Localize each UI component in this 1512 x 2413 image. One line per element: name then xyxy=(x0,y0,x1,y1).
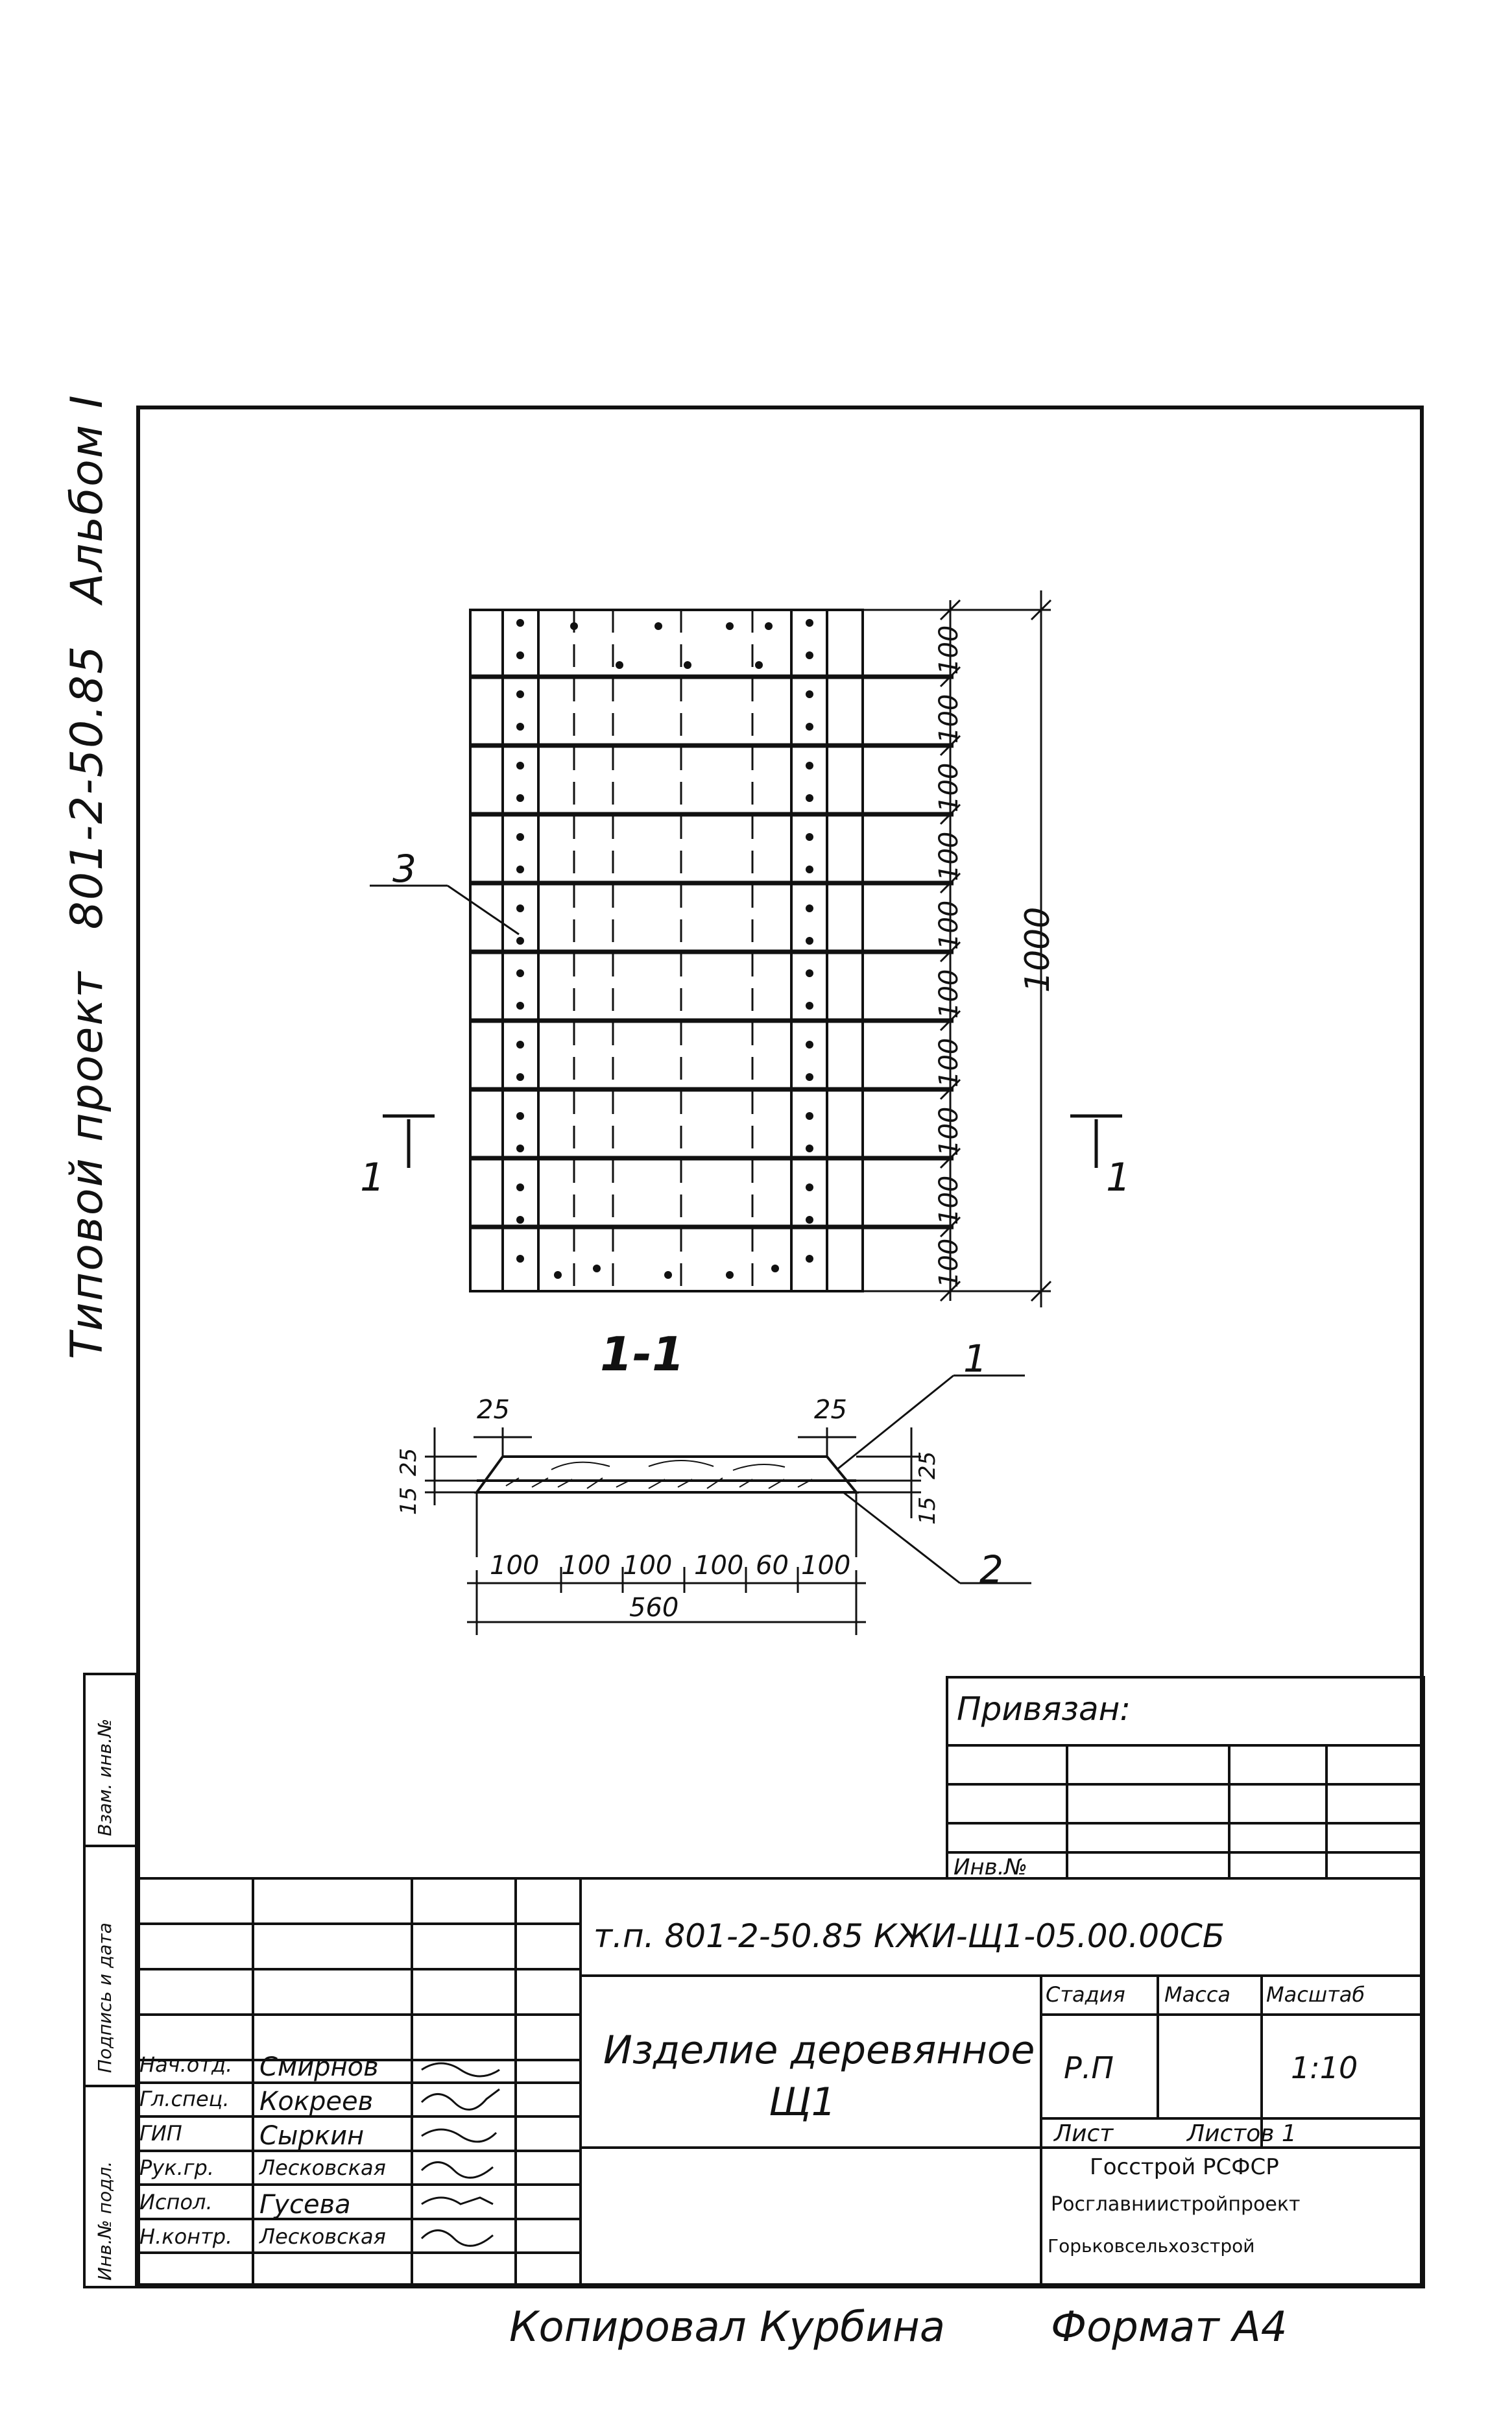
inv-no-label: Инв.№ xyxy=(954,1854,1027,1880)
stage-header: Стадия xyxy=(1046,1982,1125,2007)
role-2: Гл.спец. xyxy=(139,2087,230,2111)
dim-bottom-5: 60 xyxy=(756,1551,789,1581)
dim-right-25: 25 xyxy=(915,1451,941,1479)
section-marks xyxy=(383,1114,1122,1168)
org-line1: Госстрой РСФСР xyxy=(1090,2154,1279,2180)
dimension-right xyxy=(863,590,1052,1307)
dim-left-15: 15 xyxy=(396,1486,422,1515)
person-2: Кокреев xyxy=(259,2087,374,2116)
dim-top-25-right: 25 xyxy=(814,1395,847,1425)
callout-2: 2 xyxy=(979,1547,1003,1592)
person-4: Лесковская xyxy=(259,2155,386,2180)
leader-2 xyxy=(843,1491,1031,1584)
dim-bottom-6: 100 xyxy=(801,1551,851,1581)
signatures xyxy=(420,2062,500,2247)
side-col-podpis: Подпись и дата xyxy=(94,1922,115,2073)
dim-bottom-3: 100 xyxy=(623,1551,673,1581)
sheet-label: Лист xyxy=(1054,2120,1114,2147)
board-seams xyxy=(470,674,954,1230)
total-height-dim: 1000 xyxy=(1018,906,1057,993)
privyazan-label: Привязан: xyxy=(957,1690,1131,1728)
wood-grain xyxy=(505,1460,813,1489)
scale-value: 1:10 xyxy=(1291,2050,1358,2085)
nails xyxy=(516,619,813,1279)
dim-left-25: 25 xyxy=(396,1448,422,1476)
drawing-name-line2: Щ1 xyxy=(769,2080,836,2125)
row-dim-5: 100 xyxy=(934,900,964,950)
drawing-name-line1: Изделие деревянное xyxy=(603,2028,1035,2073)
row-dim-8: 100 xyxy=(934,1106,964,1156)
row-dim-3: 100 xyxy=(934,762,964,812)
row-dim-2: 100 xyxy=(934,694,964,744)
sheets-label: Листов 1 xyxy=(1187,2120,1297,2147)
org-line2: Росглавниистройпроект xyxy=(1051,2193,1301,2216)
battens xyxy=(501,610,828,1291)
side-col-vzam: Взам. инв.№ xyxy=(94,1718,115,1836)
section-mark-left: 1 xyxy=(360,1155,385,1200)
leader-1 xyxy=(836,1374,1025,1471)
dim-right-15: 15 xyxy=(915,1496,941,1525)
row-dim-1: 100 xyxy=(934,625,964,675)
callout-3: 3 xyxy=(392,847,416,891)
section-mark-right: 1 xyxy=(1106,1155,1131,1200)
hidden-lines xyxy=(573,610,754,1291)
shield-plan xyxy=(370,590,1122,1307)
paper-format: Формат А4 xyxy=(1051,2303,1288,2351)
row-dim-9: 100 xyxy=(934,1175,964,1225)
dim-bottom-total: 560 xyxy=(629,1593,679,1623)
scale-header: Масштаб xyxy=(1266,1982,1365,2007)
title-block xyxy=(83,1673,1425,2288)
mass-header: Масса xyxy=(1164,1982,1231,2007)
callout-1: 1 xyxy=(963,1337,987,1381)
role-5: Испол. xyxy=(139,2190,213,2214)
role-1: Нач.отд. xyxy=(139,2052,233,2077)
sheet-frame xyxy=(136,406,1424,2287)
row-dim-7: 100 xyxy=(934,1037,964,1087)
row-dim-6: 100 xyxy=(934,969,964,1019)
dim-bottom-1: 100 xyxy=(490,1551,540,1581)
copied-by: Копировал Курбина xyxy=(509,2303,946,2351)
dim-bottom-4: 100 xyxy=(694,1551,744,1581)
section-dimension-lines xyxy=(425,1427,921,1635)
stage-value: Р.П xyxy=(1064,2050,1114,2085)
dim-bottom-2: 100 xyxy=(561,1551,611,1581)
drawing-code: т.п. 801-2-50.85 КЖИ-Щ1-05.00.00СБ xyxy=(594,1917,1225,1955)
row-dim-4: 100 xyxy=(934,831,964,881)
section-view xyxy=(425,1374,1031,1635)
role-4: Рук.гр. xyxy=(139,2155,215,2180)
role-3: ГИП xyxy=(139,2121,182,2146)
section-title: 1-1 xyxy=(600,1327,685,1381)
person-6: Лесковская xyxy=(259,2224,386,2249)
dim-top-25-left: 25 xyxy=(477,1395,510,1425)
side-col-inv-podl: Инв.№ подл. xyxy=(94,2161,115,2281)
leader-3 xyxy=(370,884,520,936)
person-3: Сыркин xyxy=(259,2121,365,2151)
role-6: Н.контр. xyxy=(139,2224,233,2249)
org-line3: Горьковсельхозстрой xyxy=(1048,2235,1255,2257)
row-dim-10: 100 xyxy=(934,1238,964,1288)
person-5: Гусева xyxy=(259,2190,351,2220)
person-1: Смирнов xyxy=(259,2052,379,2082)
